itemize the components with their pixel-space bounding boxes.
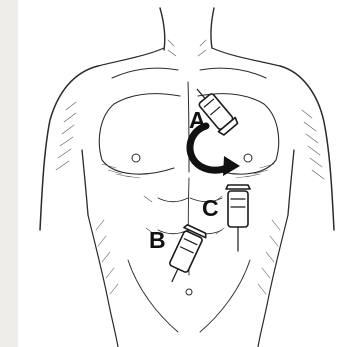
torso-illustration: A C B [18, 0, 341, 347]
label-b: B [149, 227, 166, 253]
waist-right [258, 215, 288, 347]
chest-left-outline [99, 94, 180, 175]
trapezius-left [98, 48, 164, 66]
probe-c-icon [226, 185, 250, 251]
iliac-line-right [200, 260, 250, 332]
shoulder-left [40, 66, 98, 230]
neck-left [160, 8, 165, 50]
clavicle-right [200, 68, 266, 78]
trapezius-right [212, 48, 280, 66]
illustration-panel: A C B [18, 0, 341, 347]
shoulder-right [280, 66, 334, 230]
label-c: C [202, 195, 219, 221]
armpit-left [82, 150, 88, 215]
torso-drawing [40, 8, 334, 347]
nipple-left [132, 154, 140, 162]
nipple-right [244, 154, 252, 162]
iliac-line-left [128, 260, 178, 332]
rotation-arrow-icon [190, 126, 240, 176]
armpit-right [288, 150, 294, 215]
neck-right [211, 8, 214, 48]
navel [186, 289, 192, 295]
label-a: A [189, 107, 206, 133]
clavicle-left [112, 68, 178, 78]
waist-left [88, 215, 118, 347]
